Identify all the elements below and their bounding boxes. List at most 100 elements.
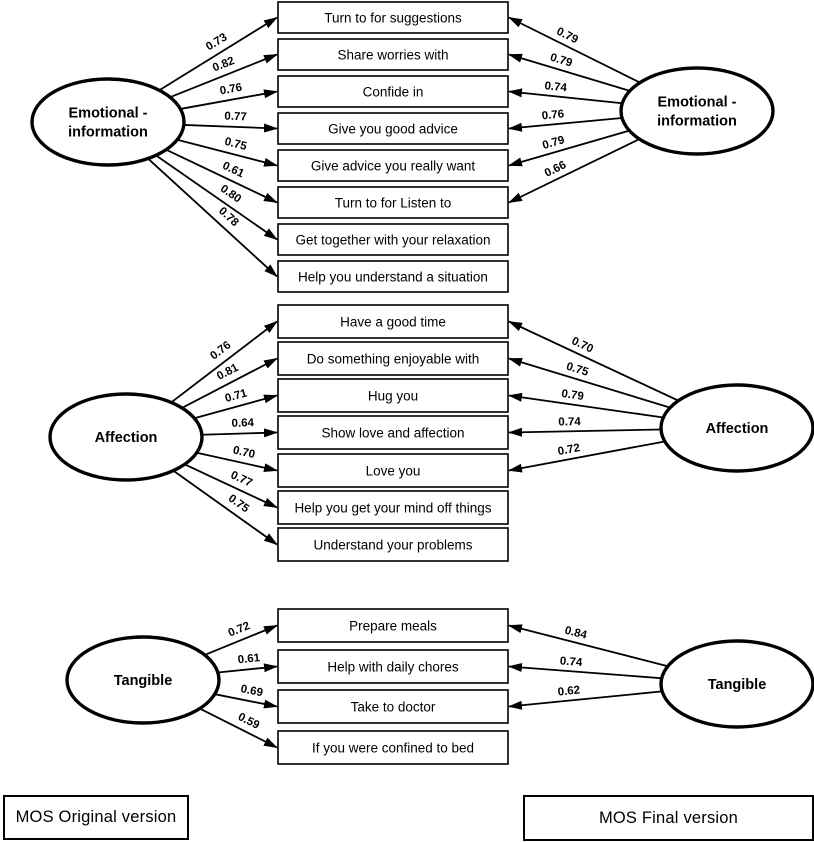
loading-arrow-original xyxy=(172,469,278,546)
loading-arrow-final xyxy=(508,427,662,437)
loading-arrow-original xyxy=(199,707,278,749)
loading-arrow-final xyxy=(508,690,663,710)
loading-value-final: 0.79 xyxy=(561,388,585,403)
item-label: Turn to for suggestions xyxy=(324,10,462,25)
item-box xyxy=(277,378,509,413)
loading-arrow-original xyxy=(147,157,278,278)
loading-arrow-final xyxy=(508,624,669,668)
item-label: If you were confined to bed xyxy=(312,740,474,755)
item-box xyxy=(277,75,509,108)
loading-arrow-original xyxy=(184,463,278,509)
factor-ellipse-original-emotional-information xyxy=(30,77,186,167)
item-box xyxy=(277,649,509,684)
factor-label-original-tangible: Tangible xyxy=(114,673,173,689)
item-box xyxy=(277,304,509,339)
loading-arrow-final xyxy=(508,53,631,92)
legend-original-version-box: MOS Original version xyxy=(3,795,189,840)
loading-value-original: 0.71 xyxy=(224,387,249,405)
loading-arrow-original xyxy=(217,663,278,674)
loading-value-original: 0.75 xyxy=(223,136,248,153)
loading-value-final: 0.72 xyxy=(557,442,581,458)
loading-value-original: 0.77 xyxy=(224,110,247,123)
item-box xyxy=(277,149,509,182)
loading-value-final: 0.74 xyxy=(558,416,581,428)
item-label: Have a good time xyxy=(340,314,446,329)
item-label: Love you xyxy=(366,463,421,478)
loading-arrow-final xyxy=(508,117,623,132)
legend-final-version-box: MOS Final version xyxy=(523,795,814,841)
loading-value-final: 0.79 xyxy=(554,26,579,47)
loading-arrow-original xyxy=(183,123,278,133)
loading-value-final: 0.84 xyxy=(563,625,588,642)
item-label: Turn to for Listen to xyxy=(335,195,452,210)
loading-arrow-original xyxy=(155,154,278,241)
item-box xyxy=(277,260,509,293)
factor-label-original-emotional-information: Emotional - xyxy=(69,106,148,122)
loading-value-original: 0.69 xyxy=(240,683,264,699)
item-box xyxy=(277,186,509,219)
item-label: Prepare meals xyxy=(349,618,437,633)
loading-arrow-original xyxy=(165,148,278,204)
item-box xyxy=(277,415,509,450)
item-box xyxy=(277,490,509,525)
item-label: Help with daily chores xyxy=(327,659,459,674)
item-label: Take to doctor xyxy=(351,699,436,714)
item-label: Share worries with xyxy=(337,47,448,62)
loading-arrow-original xyxy=(169,53,278,99)
loading-arrow-final xyxy=(508,357,671,409)
item-box xyxy=(277,730,509,765)
loading-arrow-original xyxy=(181,357,278,409)
loading-arrow-original xyxy=(201,428,278,438)
loading-value-final: 0.76 xyxy=(541,108,564,122)
factor-ellipse-final-tangible xyxy=(659,639,814,729)
factor-label-final-emotional-information: Emotional - xyxy=(658,95,737,111)
factor-label-original-affection: Affection xyxy=(95,430,158,446)
loading-value-final: 0.74 xyxy=(544,80,568,94)
loading-value-final: 0.74 xyxy=(559,655,583,669)
factor-label-final-affection: Affection xyxy=(706,421,769,437)
loading-arrow-final xyxy=(508,129,630,167)
loading-value-original: 0.64 xyxy=(231,417,254,430)
loading-arrow-final xyxy=(508,440,665,473)
loading-arrow-original xyxy=(194,394,278,420)
legend-original-version-label: MOS Original version xyxy=(15,808,177,826)
item-box xyxy=(277,689,509,724)
item-label: Confide in xyxy=(363,84,424,99)
loading-value-original: 0.76 xyxy=(219,82,243,98)
item-box xyxy=(277,608,509,643)
loading-arrow-original xyxy=(158,16,278,92)
factor-ellipse-original-affection xyxy=(48,392,204,482)
item-box xyxy=(277,38,509,71)
loading-value-original: 0.61 xyxy=(237,652,261,666)
item-label: Give advice you really want xyxy=(311,158,476,173)
loading-arrow-final xyxy=(508,392,664,419)
item-box xyxy=(277,1,509,34)
item-label: Do something enjoyable with xyxy=(307,351,480,366)
item-label: Help you get your mind off things xyxy=(294,500,491,515)
loading-value-original: 0.75 xyxy=(226,492,252,515)
item-label: Help you understand a situation xyxy=(298,269,488,284)
loading-value-original: 0.78 xyxy=(216,205,241,229)
item-box xyxy=(277,453,509,488)
loading-arrow-original xyxy=(176,138,278,167)
legend-final-version-label: MOS Final version xyxy=(598,808,739,827)
loading-arrow-original xyxy=(196,451,278,473)
item-box xyxy=(277,112,509,145)
loading-value-original: 0.70 xyxy=(232,445,256,462)
loading-value-final: 0.66 xyxy=(543,159,568,180)
loading-arrow-final xyxy=(508,320,679,402)
factor-ellipse-final-emotional-information xyxy=(619,66,775,156)
item-label: Get together with your relaxation xyxy=(295,232,490,247)
loading-arrow-final xyxy=(508,88,623,105)
loading-value-final: 0.62 xyxy=(557,684,580,698)
item-label: Give you good advice xyxy=(328,121,458,136)
loading-arrow-original xyxy=(204,624,278,656)
factor-label-final-emotional-information: information xyxy=(657,114,737,130)
factor-ellipse-original-tangible xyxy=(65,635,221,725)
item-label: Show love and affection xyxy=(321,425,464,440)
item-label: Understand your problems xyxy=(313,537,472,552)
